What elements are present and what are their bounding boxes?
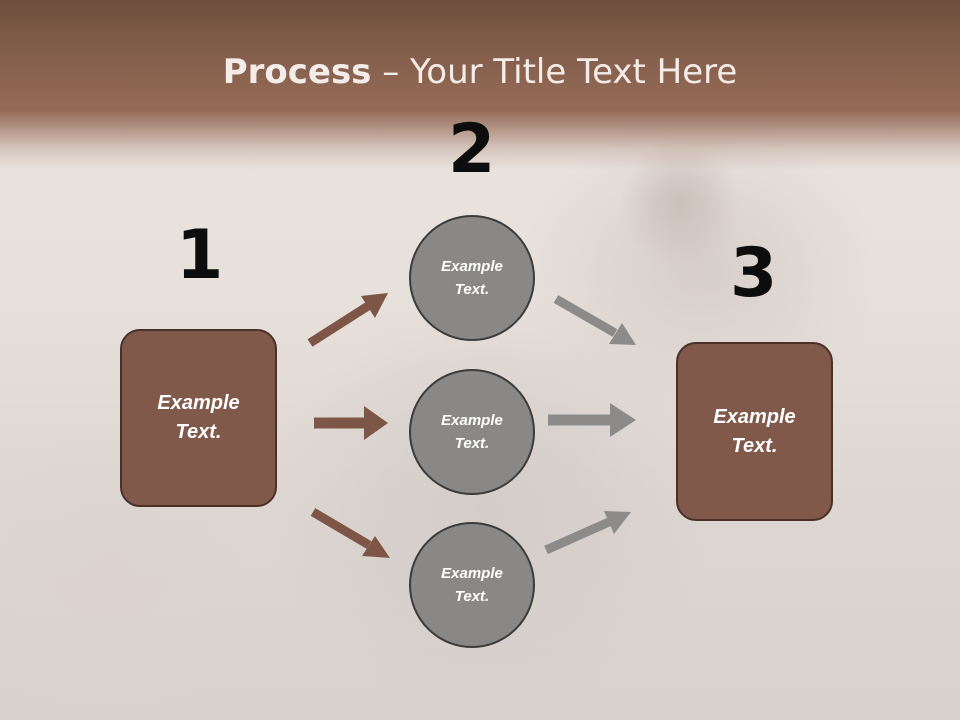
box-text-line: Example <box>157 392 240 414</box>
title-rest: – Your Title Text Here <box>371 52 738 92</box>
step-number-3: 3 <box>730 234 778 313</box>
left-step-box: Example Text. <box>120 329 277 507</box>
circle-text-line: Text. <box>454 435 490 452</box>
slide-title: Process – Your Title Text Here <box>0 52 960 92</box>
box-text-line: Example <box>713 405 796 428</box>
circle-step-bottom: Example Text. <box>409 522 535 648</box>
arrow-right-up-icon <box>544 511 631 555</box>
step-number-2: 2 <box>448 110 496 189</box>
circle-text-line: Text. <box>454 588 490 605</box>
background-photo-area <box>260 300 720 720</box>
step-number-1: 1 <box>176 216 224 295</box>
box-text-line: Text. <box>731 434 778 457</box>
circle-step-middle: Example Text. <box>409 369 535 495</box>
arrow-right-up-icon <box>307 293 388 347</box>
arrow-right-icon <box>548 403 636 437</box>
arrow-right-down-icon <box>310 508 390 558</box>
box-text-line: Text. <box>175 421 222 443</box>
right-step-box: Example Text. <box>676 342 833 521</box>
arrow-right-icon <box>314 406 388 440</box>
circle-text-line: Example <box>441 412 503 429</box>
title-bold: Process <box>222 52 372 92</box>
circle-step-top: Example Text. <box>409 215 535 341</box>
circle-text-line: Example <box>441 258 503 275</box>
title-band <box>0 0 960 170</box>
circle-text-line: Example <box>441 565 503 582</box>
circle-text-line: Text. <box>454 281 490 298</box>
arrow-right-down-icon <box>553 295 636 345</box>
